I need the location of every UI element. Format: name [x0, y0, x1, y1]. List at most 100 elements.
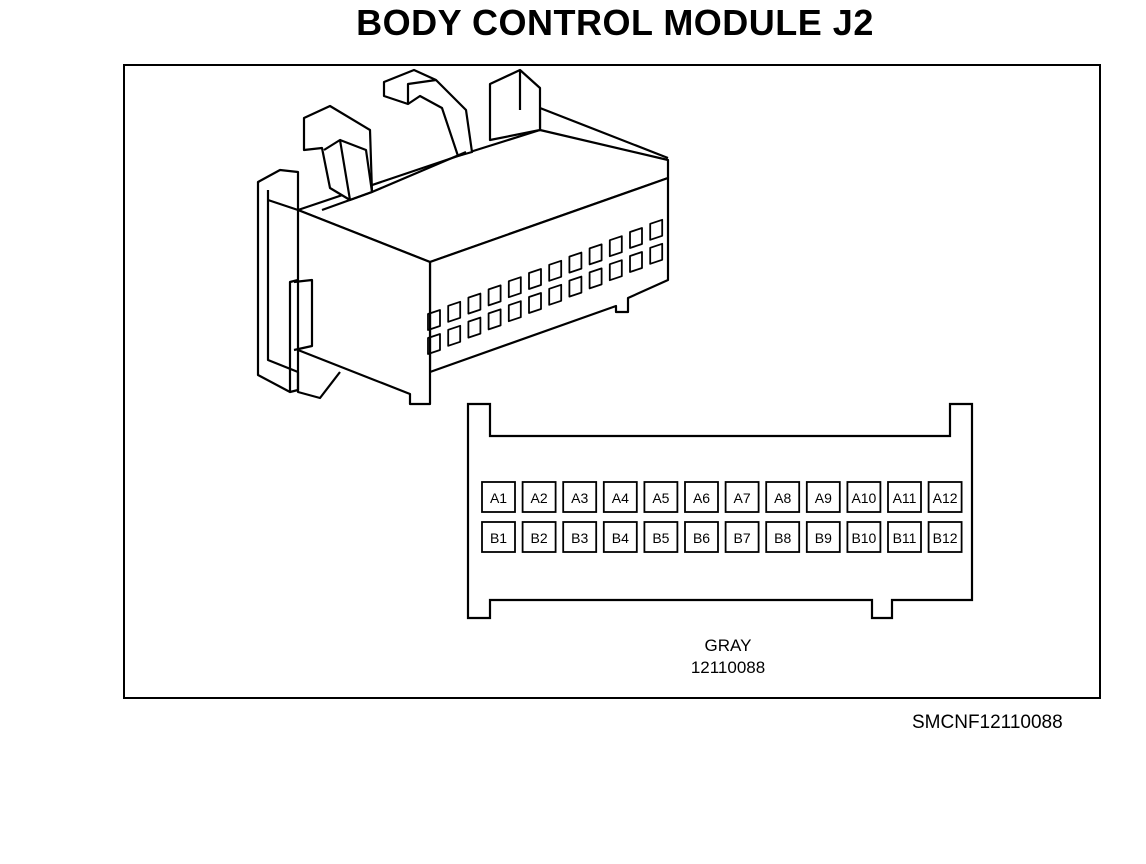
pin-cavity [521, 481, 557, 513]
pin-cavity [805, 481, 841, 513]
pin-cavity [927, 521, 963, 553]
pin-label: A1 [490, 490, 507, 506]
iso-cavity [467, 292, 482, 315]
pin-label: A11 [893, 490, 917, 506]
diagram-frame [123, 64, 1101, 699]
pin-b9: B9 [805, 521, 841, 553]
pin-label: A6 [693, 490, 710, 506]
iso-cavity [629, 227, 643, 249]
pin-a11: A11 [887, 481, 922, 513]
pin-label: A2 [531, 490, 548, 506]
connector-color-label: GRAY [705, 636, 752, 655]
iso-cavity [487, 308, 502, 331]
pin-cavity [765, 521, 801, 553]
pin-label: B9 [815, 530, 832, 546]
pin-cavity [805, 521, 841, 553]
pin-cavity [724, 521, 760, 553]
lock-tab-left [302, 104, 374, 202]
iso-cavity [427, 333, 441, 355]
pin-b3: B3 [562, 521, 598, 553]
iso-cavity [608, 235, 623, 258]
pin-label: B5 [652, 530, 669, 546]
pin-cavity [887, 521, 922, 553]
pin-cavity [684, 481, 719, 513]
pin-cavity [481, 481, 516, 513]
pin-cavity [481, 521, 516, 553]
iso-cavity [447, 324, 462, 347]
iso-cavity [588, 267, 603, 290]
pin-b10: B10 [846, 521, 882, 553]
iso-cavity [548, 283, 563, 306]
pin-label: B3 [571, 530, 588, 546]
pin-label: B8 [774, 530, 791, 546]
pin-cavity [602, 521, 638, 553]
pin-a2: A2 [521, 481, 557, 513]
pin-b6: B6 [684, 521, 719, 553]
pin-b5: B5 [643, 521, 679, 553]
iso-cavity [629, 251, 643, 273]
pin-cavity [724, 481, 760, 513]
pin-cavity [927, 481, 963, 513]
iso-cavity [548, 259, 563, 282]
pin-b2: B2 [521, 521, 557, 553]
iso-cavity [649, 242, 664, 265]
diagram-title: BODY CONTROL MODULE J2 [356, 2, 874, 43]
pin-label: B7 [734, 530, 751, 546]
pin-label: A7 [734, 490, 751, 506]
pin-cavity [684, 521, 719, 553]
pin-cavity [765, 481, 801, 513]
lock-tab-center [382, 68, 474, 158]
pin-cavity [643, 521, 679, 553]
pin-b11: B11 [887, 521, 922, 553]
pin-a10: A10 [846, 481, 882, 513]
iso-cavity [467, 316, 482, 339]
pin-label: B4 [612, 530, 629, 546]
pin-label: A10 [851, 490, 876, 506]
connector-isometric-view [256, 68, 670, 406]
iso-cavity [588, 243, 603, 266]
iso-cavity [427, 309, 441, 331]
pin-a8: A8 [765, 481, 801, 513]
pin-b4: B4 [602, 521, 638, 553]
figure-code: SMCNF12110088 [912, 712, 1063, 733]
pin-label: B12 [933, 530, 958, 546]
pin-label: B2 [531, 530, 548, 546]
pin-b8: B8 [765, 521, 801, 553]
pin-cavity [562, 481, 598, 513]
iso-cavity [447, 300, 462, 323]
iso-cavity [507, 276, 522, 299]
pin-a1: A1 [481, 481, 516, 513]
pin-b1: B1 [481, 521, 516, 553]
pin-label: B1 [490, 530, 507, 546]
face-outline [466, 402, 974, 620]
iso-cavity [507, 300, 522, 323]
pin-b12: B12 [927, 521, 963, 553]
terminal-face-view [466, 402, 974, 620]
pin-cavity [521, 521, 557, 553]
pin-label: B6 [693, 530, 710, 546]
pin-a6: A6 [684, 481, 719, 513]
pin-label: B11 [893, 530, 917, 546]
pin-label: A3 [571, 490, 588, 506]
iso-cavity [528, 292, 542, 314]
pin-label: A5 [652, 490, 669, 506]
iso-cavity [649, 218, 664, 241]
pin-cavity [887, 481, 922, 513]
pin-cavity [562, 521, 598, 553]
pin-cavity [643, 481, 679, 513]
pin-label: A12 [933, 490, 958, 506]
iso-cavity [568, 275, 583, 298]
pin-a9: A9 [805, 481, 841, 513]
pin-cavity [602, 481, 638, 513]
iso-cavity [568, 251, 583, 274]
lock-tab-right [488, 68, 542, 142]
pin-a4: A4 [602, 481, 638, 513]
pin-cavity [846, 521, 882, 553]
pin-cavity [846, 481, 882, 513]
iso-cavity [487, 284, 502, 307]
pin-a3: A3 [562, 481, 598, 513]
pin-label: A8 [774, 490, 791, 506]
iso-cavity [608, 259, 623, 282]
pin-a5: A5 [643, 481, 679, 513]
